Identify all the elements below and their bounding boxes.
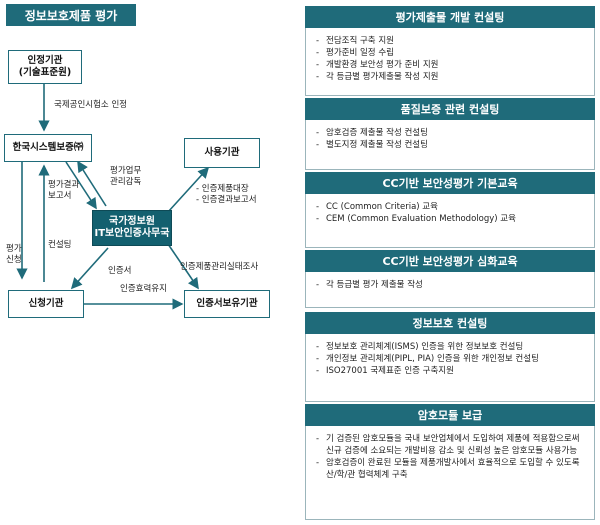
list-item: 정보보호 관리체계(ISMS) 인증을 위한 정보보호 컨설팅 — [316, 342, 584, 354]
node-cert-org-line2: (기술표준원) — [18, 67, 72, 78]
label-eval-apply-line2: 신청 — [6, 255, 22, 266]
arrow-nis-to-kssi — [77, 160, 107, 207]
section-5-title: 암호모듈 보급 — [305, 404, 595, 426]
list-item: 기 검증된 암호모듈을 국내 보안업체에서 도입하여 제품에 적용함으로써 신규… — [316, 434, 584, 458]
label-validity: 인증효력유지 — [120, 284, 167, 294]
node-nis-line1: 국가정보원 — [109, 215, 155, 227]
section-4-title: 정보보호 컨설팅 — [305, 312, 595, 334]
section-3-title: CC기반 보안성평가 심화교육 — [305, 250, 595, 272]
label-user-items: - 인증제품대장 - 인증결과보고서 — [196, 184, 257, 206]
node-holder-text: 인증서보유기관 — [196, 298, 258, 310]
section-4-list: 정보보호 관리체계(ISMS) 인증을 위한 정보보호 컨설팅 개인정보 관리체… — [316, 342, 584, 378]
list-item: 평가준비 일정 수립 — [316, 48, 584, 60]
label-eval-apply-line1: 평가 — [6, 244, 22, 254]
arrow-nis-to-holder — [167, 243, 199, 290]
section-1-title: 품질보증 관련 컨설팅 — [305, 98, 595, 120]
node-kssi: 한국시스템보증㈜ — [4, 134, 92, 162]
section-1-list: 암호검증 제출물 작성 컨설팅 별도지정 제출물 작성 컨설팅 — [316, 128, 584, 152]
label-intl-lab: 국제공인시험소 인정 — [54, 100, 128, 110]
list-item: 암호검증이 완료된 모듈을 제품개발사에서 효율적으로 도입할 수 있도록 산/… — [316, 458, 584, 482]
node-holder: 인증서보유기관 — [184, 290, 270, 318]
section-2-body: CC (Common Criteria) 교육 CEM (Common Eval… — [305, 194, 595, 248]
section-1-body: 암호검증 제출물 작성 컨설팅 별도지정 제출물 작성 컨설팅 — [305, 120, 595, 170]
section-3-list: 각 등급별 평가 제출물 작성 — [316, 280, 584, 292]
arrow-nis-to-applicant — [70, 247, 109, 290]
label-eval-report-line1: 평가결과 — [48, 180, 80, 190]
section-0-title: 평가제출물 개발 컨설팅 — [305, 6, 595, 28]
arrow-nis-to-user — [167, 166, 210, 213]
label-eval-report: 평가결과 보고서 — [48, 180, 79, 202]
label-eval-apply: 평가 신청 — [6, 244, 22, 266]
node-cert-org-line1: 인정기관 — [27, 55, 63, 67]
list-item: 각 등급별 평가제출물 작성 지원 — [316, 72, 584, 84]
list-item: 별도지정 제출물 작성 컨설팅 — [316, 140, 584, 152]
label-eval-report-line2: 보고서 — [48, 191, 72, 202]
node-nis-line2: IT보안인증사무국 — [94, 228, 170, 239]
node-user: 사용기관 — [184, 138, 260, 168]
list-item: 암호검증 제출물 작성 컨설팅 — [316, 128, 584, 140]
section-2-title: CC기반 보안성평가 기본교육 — [305, 172, 595, 194]
diagram-title: 정보보호제품 평가 — [6, 4, 136, 26]
section-0-body: 전담조직 구축 지원 평가준비 일정 수립 개발환경 보안성 평가 준비 지원 … — [305, 28, 595, 96]
list-item: 전담조직 구축 지원 — [316, 36, 584, 48]
flow-arrows — [16, 84, 210, 310]
arrow-kssi-to-nis — [65, 161, 97, 210]
node-nis: 국가정보원 IT보안인증사무국 — [92, 210, 172, 246]
label-eval-mgmt: 평가업무 관리감독 — [110, 166, 141, 188]
node-applicant-text: 신청기관 — [28, 298, 64, 310]
label-eval-mgmt-line2: 관리감독 — [110, 177, 142, 188]
node-kssi-text: 한국시스템보증㈜ — [12, 142, 84, 154]
list-item: CEM (Common Evaluation Methodology) 교육 — [316, 214, 584, 226]
label-eval-mgmt-line1: 평가업무 — [110, 166, 142, 176]
section-2-list: CC (Common Criteria) 교육 CEM (Common Eval… — [316, 202, 584, 226]
section-3-body: 각 등급별 평가 제출물 작성 — [305, 272, 595, 308]
list-item: ISO27001 국제표준 인증 구축지원 — [316, 366, 584, 378]
section-0-list: 전담조직 구축 지원 평가준비 일정 수립 개발환경 보안성 평가 준비 지원 … — [316, 36, 584, 84]
section-5-list: 기 검증된 암호모듈을 국내 보안업체에서 도입하여 제품에 적용함으로써 신규… — [316, 434, 584, 482]
list-item: 개인정보 관리체계(PIPL, PIA) 인증을 위한 개인정보 컨설팅 — [316, 354, 584, 366]
label-user-items-line2: - 인증결과보고서 — [196, 195, 257, 206]
label-status-survey: 인증제품관리실태조사 — [180, 262, 259, 272]
list-item: 개발환경 보안성 평가 준비 지원 — [316, 60, 584, 72]
section-4-body: 정보보호 관리체계(ISMS) 인증을 위한 정보보호 컨설팅 개인정보 관리체… — [305, 334, 595, 402]
node-applicant: 신청기관 — [8, 290, 84, 318]
list-item: CC (Common Criteria) 교육 — [316, 202, 584, 214]
node-user-text: 사용기관 — [204, 147, 240, 159]
label-consulting: 컨설팅 — [48, 240, 72, 250]
label-user-items-line1: - 인증제품대장 — [196, 184, 249, 194]
node-cert-org: 인정기관 (기술표준원) — [8, 50, 82, 84]
list-item: 각 등급별 평가 제출물 작성 — [316, 280, 584, 292]
label-certificate: 인증서 — [108, 266, 132, 276]
section-5-body: 기 검증된 암호모듈을 국내 보안업체에서 도입하여 제품에 적용함으로써 신규… — [305, 426, 595, 520]
